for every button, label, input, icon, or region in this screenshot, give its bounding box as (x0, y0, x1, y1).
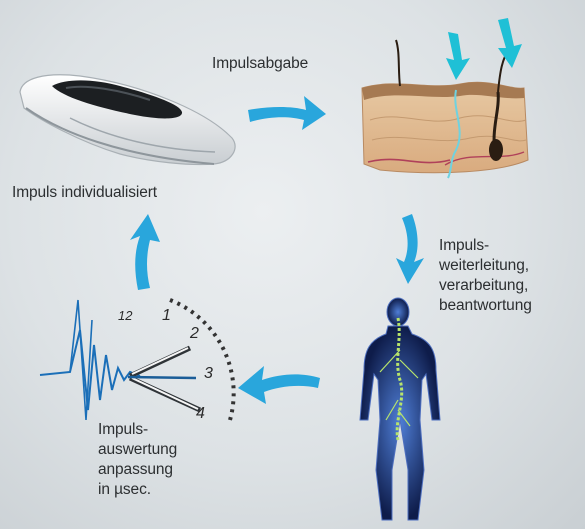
label-weiterleitung-line-4: beantwortung (439, 296, 532, 316)
clock-numbers: 12 1 2 3 4 (118, 307, 213, 422)
arrow-device-to-skin (248, 96, 326, 130)
skin-section-icon (362, 18, 528, 178)
human-body-icon (360, 298, 440, 520)
clock-number-1: 1 (162, 307, 171, 324)
clock-number-3: 3 (204, 365, 213, 382)
arrow-skin-to-body (396, 214, 424, 284)
clock-number-4: 4 (196, 405, 205, 422)
label-weiterleitung: Impuls- weiterleitung, verarbeitung, bea… (439, 236, 532, 316)
arrow-clock-to-device (130, 214, 160, 290)
label-weiterleitung-line-1: Impuls- (439, 236, 532, 256)
label-impuls-individualisiert: Impuls individualisiert (12, 183, 157, 202)
label-auswertung-line-1: Impuls- (98, 420, 177, 440)
label-weiterleitung-line-2: weiterleitung, (439, 256, 532, 276)
label-auswertung-line-4: in µsec. (98, 480, 177, 500)
label-auswertung-line-2: auswertung (98, 440, 177, 460)
clock-number-2: 2 (189, 325, 199, 342)
label-auswertung-line-3: anpassung (98, 460, 177, 480)
clock-wave-icon (40, 300, 234, 420)
clock-number-12: 12 (118, 308, 133, 323)
label-weiterleitung-line-3: verarbeitung, (439, 276, 532, 296)
label-impulsabgabe: Impulsabgabe (212, 54, 308, 73)
device-icon (20, 75, 235, 165)
label-auswertung: Impuls- auswertung anpassung in µsec. (98, 420, 177, 500)
arrow-body-to-clock (238, 366, 320, 404)
